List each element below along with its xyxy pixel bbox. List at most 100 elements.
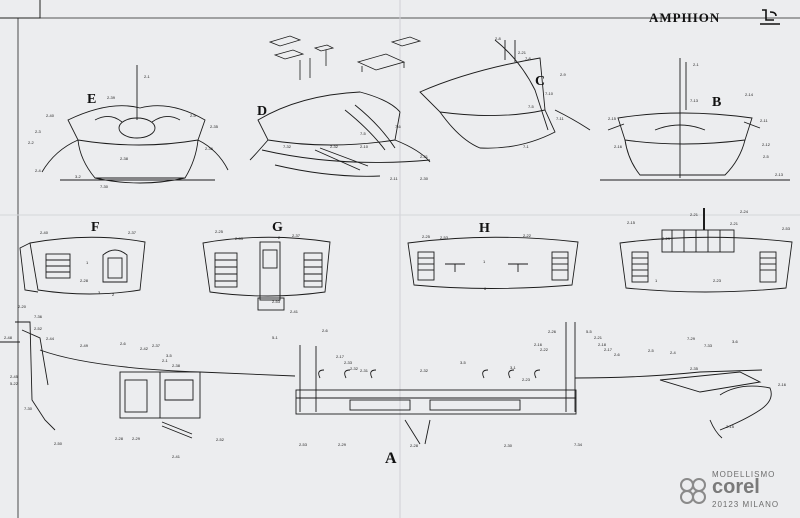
part-number-label: 2-31 — [360, 368, 369, 373]
part-number-label: 2-15 — [726, 424, 735, 429]
view-right-section-drawing — [619, 208, 793, 293]
part-number-label: 7-33 — [704, 343, 713, 348]
part-number-label: 3 — [98, 290, 101, 295]
part-number-label: 2-50 — [54, 441, 63, 446]
sheet-title: AMPHION — [649, 10, 721, 25]
part-number-label: 2-36 — [205, 146, 214, 151]
part-number-label: 2 — [278, 235, 281, 240]
part-number-label: 2-29 — [338, 442, 347, 447]
brand-wordmark: corel — [712, 476, 760, 498]
view-label-a: A — [385, 450, 397, 467]
part-number-label: 5-1 — [272, 335, 279, 340]
part-number-label: 2-2 — [28, 140, 35, 145]
part-number-label: 2-26 — [548, 329, 557, 334]
part-number-label: 2-40 — [40, 230, 49, 235]
part-number-label: 2-38 — [172, 363, 181, 368]
part-number-label: 1 — [86, 260, 89, 265]
part-number-label: 2-4 — [35, 168, 42, 173]
view-f-drawing — [19, 236, 146, 295]
part-number-label: 7-6 — [395, 124, 402, 129]
part-number-label: 7-10 — [545, 91, 554, 96]
part-number-label: 2-42 — [140, 346, 149, 351]
part-number-label: 3-6 — [732, 339, 739, 344]
view-a-section-drawing — [0, 321, 772, 445]
part-number-label: 2-16 — [778, 382, 787, 387]
view-label-h: H — [479, 221, 490, 236]
part-number-label: 2-52 — [216, 437, 225, 442]
part-number-label: 2-53 — [782, 226, 791, 231]
part-number-label: 2-23 — [713, 278, 722, 283]
part-number-label: 7-34 — [574, 442, 583, 447]
part-number-label: 2-39 — [107, 95, 116, 100]
part-number-label: 2-28 — [115, 436, 124, 441]
part-number-label: 2-5 — [763, 154, 770, 159]
part-number-label: 2-13 — [775, 172, 784, 177]
part-number-label: 2-23 — [522, 377, 531, 382]
part-number-label: 2-6 — [614, 352, 621, 357]
view-label-e: E — [87, 92, 97, 107]
exploded-small-parts — [268, 35, 422, 80]
part-number-label: 2-32 — [420, 368, 429, 373]
part-number-label: 7-5 — [360, 131, 367, 136]
brand-line-3: 20123 MILANO — [712, 500, 780, 509]
part-number-label: 2-53 — [235, 236, 244, 241]
part-number-label: 7-1 — [523, 144, 530, 149]
part-number-label: 3-5 — [460, 360, 467, 365]
part-number-label: 2-52 — [34, 326, 43, 331]
part-number-label: 2-29 — [132, 436, 141, 441]
manufacturer-logo: MODELLISMO corel 20123 MILANO — [676, 470, 784, 514]
part-number-label: 6 — [484, 286, 487, 291]
part-number-label: 2-41 — [172, 454, 181, 459]
part-number-label: 5-5 — [586, 329, 593, 334]
part-number-label: 2-25 — [422, 234, 431, 239]
part-number-label: 2-48 — [4, 335, 13, 340]
part-number-label: 2-21 — [690, 212, 699, 217]
brand-line-1: MODELLISMO — [712, 470, 776, 479]
part-number-label: 2-37 — [128, 230, 137, 235]
part-number-label: 1 — [483, 259, 486, 264]
part-number-label: 7-32 — [283, 144, 292, 149]
part-number-label: 2-1 — [144, 74, 151, 79]
part-number-label: 2-1 — [693, 62, 700, 67]
part-number-label: 2-32 — [330, 144, 339, 149]
part-number-label: 2-20 — [18, 304, 27, 309]
part-number-label: 2-1 — [162, 358, 169, 363]
part-number-label: 2-16 — [534, 342, 543, 347]
part-number-label: 2-22 — [540, 347, 549, 352]
view-label-d: D — [257, 104, 268, 119]
corel-signature-icon — [760, 9, 780, 25]
part-number-label: 2-21 — [730, 221, 739, 226]
part-number-label: 3-1 — [510, 365, 517, 370]
part-number-label: 7-30 — [24, 406, 33, 411]
part-number-label: 2-11 — [390, 176, 398, 181]
part-number-label: 2-21 — [594, 335, 603, 340]
view-e-stern-drawing — [41, 65, 229, 184]
part-number-label: 2-35 — [690, 366, 699, 371]
part-number-label: 2-33 — [344, 360, 353, 365]
view-label-g: G — [272, 220, 283, 235]
part-number-label: 2-44 — [46, 336, 55, 341]
view-c-bow-drawing — [419, 39, 591, 149]
part-number-label: 2-38 — [120, 156, 129, 161]
part-number-label: 2-10 — [360, 144, 369, 149]
view-label-c: C — [535, 74, 546, 89]
part-number-label: 2-5 — [648, 348, 655, 353]
part-number-label: 2-30 — [420, 176, 429, 181]
view-g-drawing — [202, 236, 331, 311]
part-number-label: 2-41 — [290, 309, 299, 314]
part-number-label: 2-35 — [210, 124, 219, 129]
part-number-label: 2-3 — [35, 129, 42, 134]
part-number-label: 3-2 — [75, 174, 82, 179]
view-b-bow-drawing — [600, 58, 790, 181]
part-number-label: 2-6 — [322, 328, 329, 333]
part-number-labels: 2-1 2-39 2-40 2-3 2-4 2-5 2-2 7-30 2-38 2-36 2-35 2… — [4, 36, 791, 459]
part-number-label: 2-37 — [152, 343, 161, 348]
part-number-label: 1 — [655, 278, 658, 283]
part-number-label: 2-49 — [80, 343, 89, 348]
part-number-label: 2-12 — [762, 142, 771, 147]
part-number-label: 7-29 — [687, 336, 696, 341]
part-number-label: 2-15 — [608, 116, 617, 121]
part-number-label: 2-24 — [740, 209, 749, 214]
part-number-label: 7-5 — [528, 104, 535, 109]
